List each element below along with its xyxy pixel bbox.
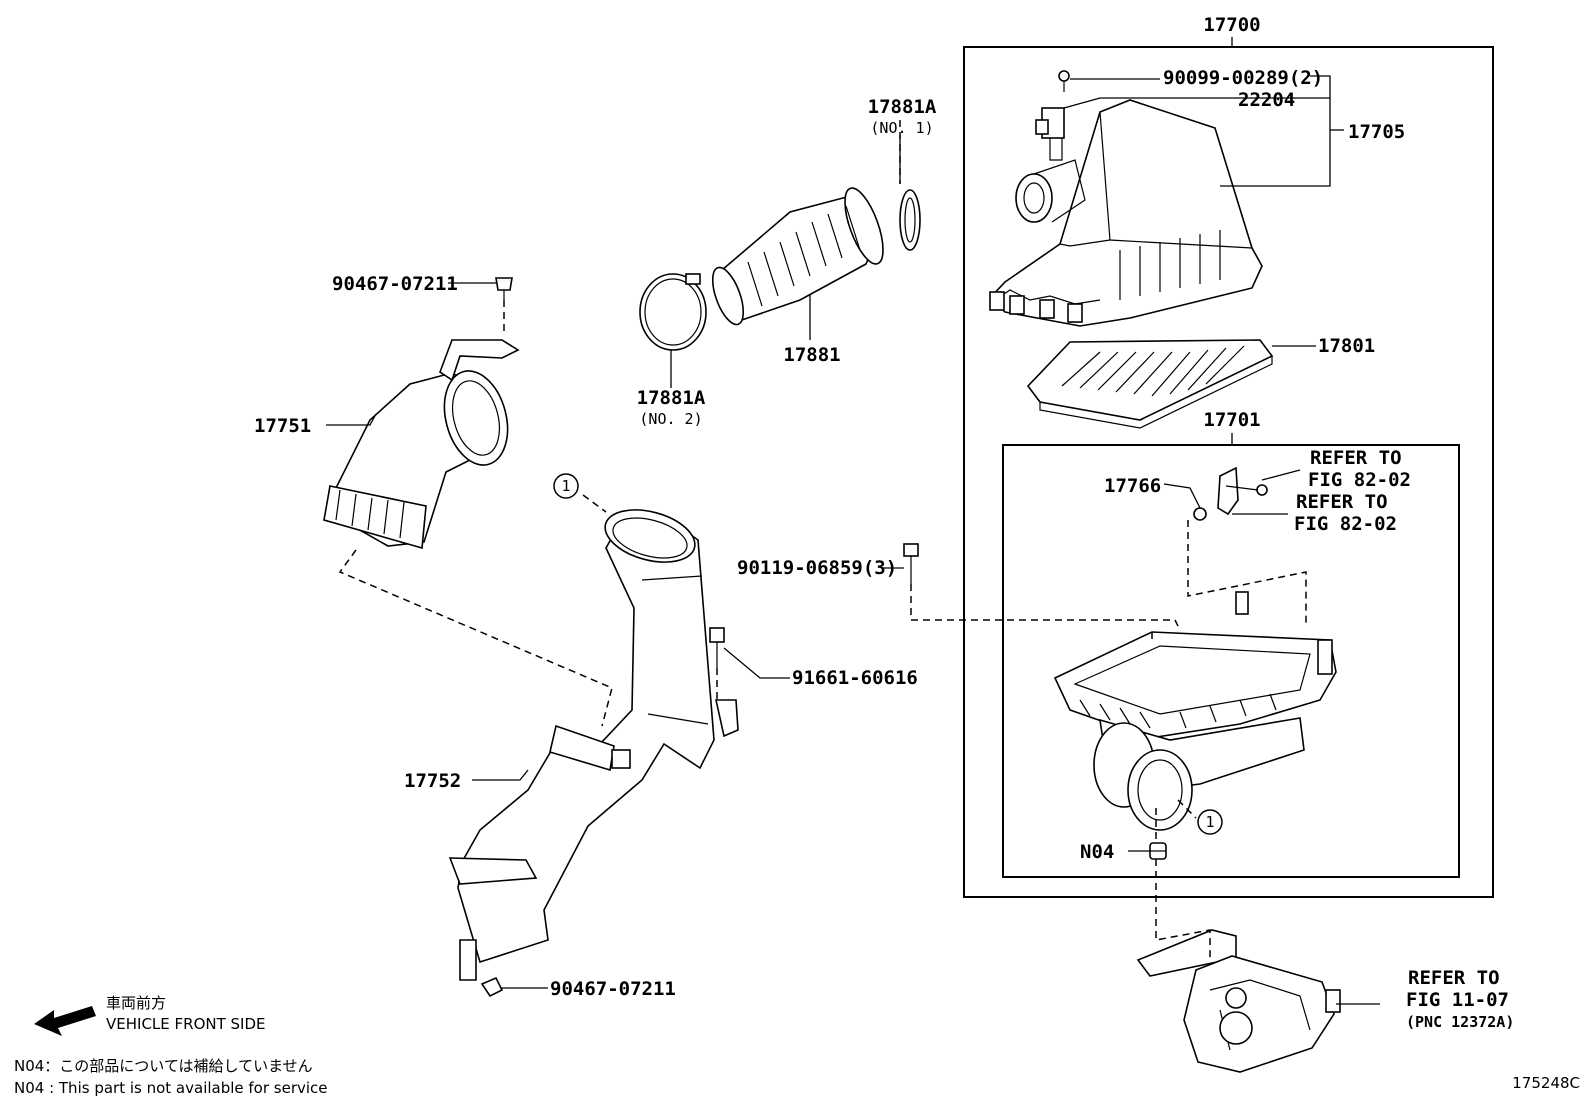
direction-label-en: VEHICLE FRONT SIDE (106, 1015, 266, 1033)
air-inlet-17752 (448, 509, 715, 981)
svg-text:1: 1 (561, 477, 570, 495)
leader-lines (326, 75, 1380, 1005)
clamp-no1 (899, 189, 921, 251)
label-91661: 91661-60616 (792, 667, 918, 689)
label-17881a-no2-sub: (NO. 2) (639, 410, 702, 428)
alignment-lines (338, 120, 1307, 962)
air-cleaner-cap (988, 99, 1263, 327)
label-17766: 17766 (1104, 475, 1161, 497)
label-90467-top: 90467-07211 (332, 273, 458, 295)
bolt-90119 (903, 543, 919, 584)
label-90119: 90119-06859(3) (737, 557, 897, 579)
label-refer-b-line1: REFER TO (1296, 491, 1388, 513)
figure-id: 175248C (1512, 1074, 1580, 1092)
air-cleaner-case (1053, 591, 1337, 831)
clip-90467-top (495, 277, 513, 300)
direction-label-jp: 車両前方 (106, 994, 166, 1012)
label-22204: 22204 (1238, 89, 1295, 111)
clip-90467-bottom (480, 976, 504, 998)
assembly-frame-17700 (963, 46, 1494, 898)
n04-note-jp: N04：この部品については補給していません (14, 1057, 313, 1075)
label-n04: N04 (1080, 841, 1114, 863)
engine-mount-bracket (1136, 929, 1341, 1073)
grommet-n04 (1149, 842, 1167, 860)
label-refer-a-line2: FIG 82-02 (1308, 469, 1411, 491)
air-inlet-17751 (323, 339, 520, 550)
air-flow-sensor (1035, 107, 1065, 161)
label-17701: 17701 (1203, 409, 1260, 431)
label-90467-bottom: 90467-07211 (550, 978, 676, 1000)
air-filter-element (1026, 339, 1274, 429)
front-arrow-icon (34, 1006, 96, 1036)
label-refer-b-line2: FIG 82-02 (1294, 513, 1397, 535)
bracket-17766 (1193, 466, 1268, 521)
label-17751: 17751 (254, 415, 311, 437)
screw-90099 (1058, 70, 1070, 92)
label-17881: 17881 (783, 344, 840, 366)
label-17881a-no2: 17881A (637, 387, 706, 409)
label-17881a-no1-sub: (NO. 1) (870, 119, 933, 137)
label-17700: 17700 (1203, 14, 1260, 36)
bolt-91661 (709, 627, 739, 738)
label-refer-c-line3: (PNC 12372A) (1406, 1013, 1514, 1031)
reference-marker-1-top: 1 (553, 473, 579, 499)
label-refer-a-line1: REFER TO (1310, 447, 1402, 469)
clamp-no2 (639, 273, 707, 351)
label-17881a-no1: 17881A (868, 96, 937, 118)
label-90099: 90099-00289(2) (1163, 67, 1323, 89)
assembly-frame-17701 (1002, 444, 1460, 878)
label-17752: 17752 (404, 770, 461, 792)
label-17801: 17801 (1318, 335, 1375, 357)
intake-hose-17881 (711, 187, 884, 326)
label-refer-c-line1: REFER TO (1408, 967, 1500, 989)
svg-text:1: 1 (1205, 813, 1214, 831)
reference-marker-1-bottom: 1 (1197, 809, 1223, 835)
n04-note-en: N04 : This part is not available for ser… (14, 1079, 328, 1097)
label-17705: 17705 (1348, 121, 1405, 143)
label-refer-c-line2: FIG 11-07 (1406, 989, 1509, 1011)
